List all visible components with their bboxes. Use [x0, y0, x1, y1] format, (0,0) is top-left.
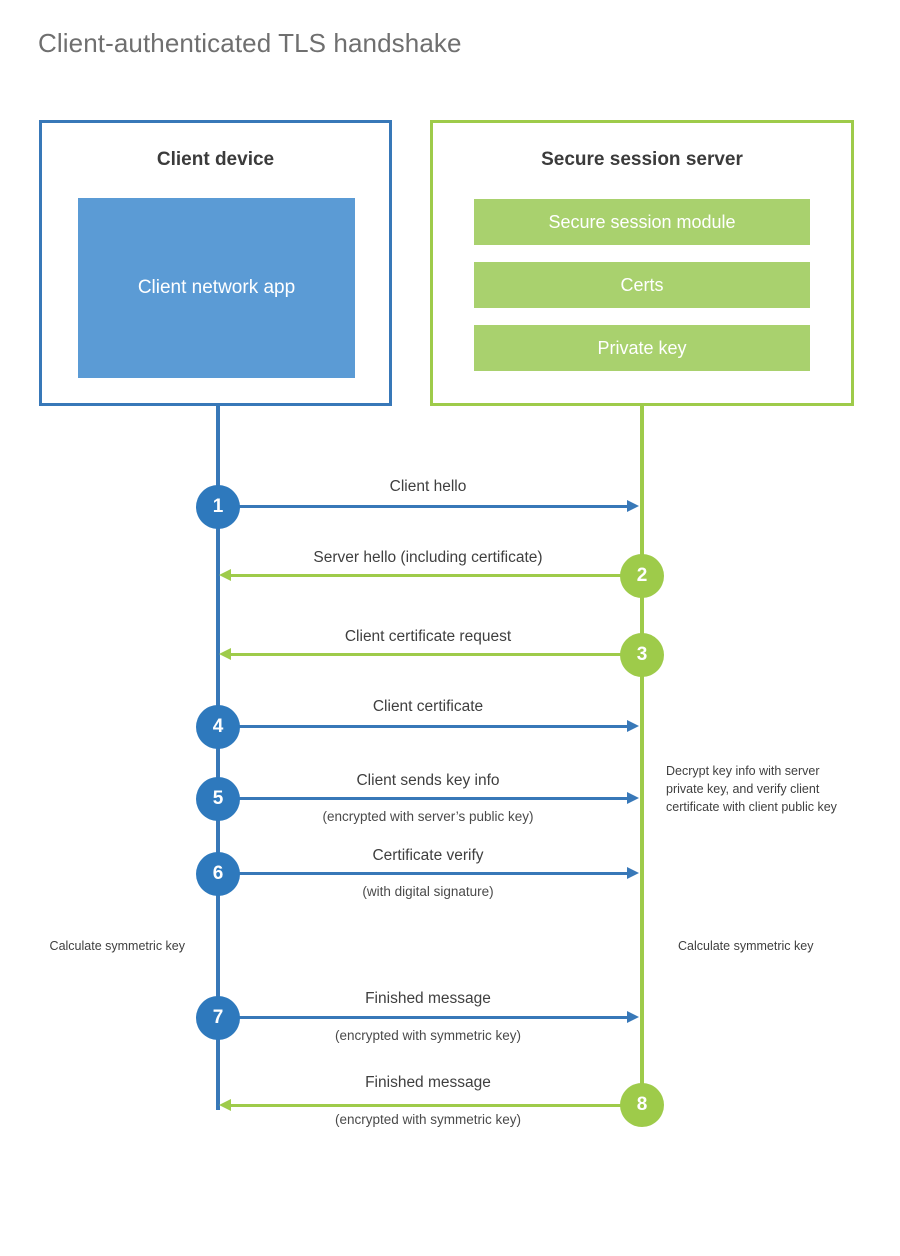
step-7-arrow: [218, 1011, 639, 1023]
step-badge-1[interactable]: 1: [196, 485, 240, 529]
step-badge-6[interactable]: 6: [196, 852, 240, 896]
arrowhead-right-icon: [627, 500, 639, 512]
client-lifeline: [216, 404, 220, 1110]
client-device-title: Client device: [156, 149, 275, 170]
step-5-label: Client sends key info: [356, 772, 500, 789]
step-7-label: Finished message: [365, 990, 491, 1007]
step-8-sublabel: (encrypted with symmetric key): [334, 1112, 522, 1127]
arrowhead-right-icon: [627, 867, 639, 879]
server-component-secure-session-module: Secure session module: [474, 199, 810, 245]
step-badge-4[interactable]: 4: [196, 705, 240, 749]
client-calculate-symmetric-key-note: Calculate symmetric key: [49, 939, 185, 953]
step-3-arrow: [219, 648, 640, 660]
page-title: Client-authenticated TLS handshake: [38, 28, 462, 58]
arrowhead-right-icon: [627, 720, 639, 732]
secure-session-server-box: Secure session server Secure session mod…: [430, 120, 854, 406]
step-4-label: Client certificate: [372, 698, 484, 715]
arrowhead-right-icon: [627, 1011, 639, 1023]
step-2-arrow: [219, 569, 640, 581]
step-1-label: Client hello: [389, 478, 467, 495]
step-5-arrow: [218, 792, 639, 804]
arrowhead-right-icon: [627, 792, 639, 804]
server-components-list: Secure session module Certs Private key: [474, 199, 810, 371]
client-device-box: Client device Client network app: [39, 120, 392, 406]
step-badge-8[interactable]: 8: [620, 1083, 664, 1127]
server-lifeline: [640, 404, 644, 1107]
step-8-label: Finished message: [365, 1074, 491, 1091]
step-6-sublabel: (with digital signature): [362, 884, 494, 899]
secure-session-server-title: Secure session server: [541, 149, 743, 170]
step-2-label: Server hello (including certificate): [313, 549, 543, 566]
server-calculate-symmetric-key-note: Calculate symmetric key: [678, 939, 814, 953]
step-badge-3[interactable]: 3: [620, 633, 664, 677]
step-6-arrow: [218, 867, 639, 879]
step-badge-7[interactable]: 7: [196, 996, 240, 1040]
server-decrypt-note: Decrypt key info with server private key…: [666, 764, 837, 814]
step-6-label: Certificate verify: [372, 847, 484, 864]
step-badge-5[interactable]: 5: [196, 777, 240, 821]
arrowhead-left-icon: [219, 569, 231, 581]
arrowhead-left-icon: [219, 648, 231, 660]
step-1-arrow: [218, 500, 639, 512]
step-7-sublabel: (encrypted with symmetric key): [334, 1028, 522, 1043]
step-4-arrow: [218, 720, 639, 732]
arrowhead-left-icon: [219, 1099, 231, 1111]
step-badge-2[interactable]: 2: [620, 554, 664, 598]
client-network-app-block: Client network app: [78, 198, 355, 378]
server-component-private-key: Private key: [474, 325, 810, 371]
step-8-arrow: [219, 1099, 640, 1111]
step-5-sublabel: (encrypted with server’s public key): [322, 809, 534, 824]
server-component-certs: Certs: [474, 262, 810, 308]
step-3-label: Client certificate request: [344, 628, 512, 645]
